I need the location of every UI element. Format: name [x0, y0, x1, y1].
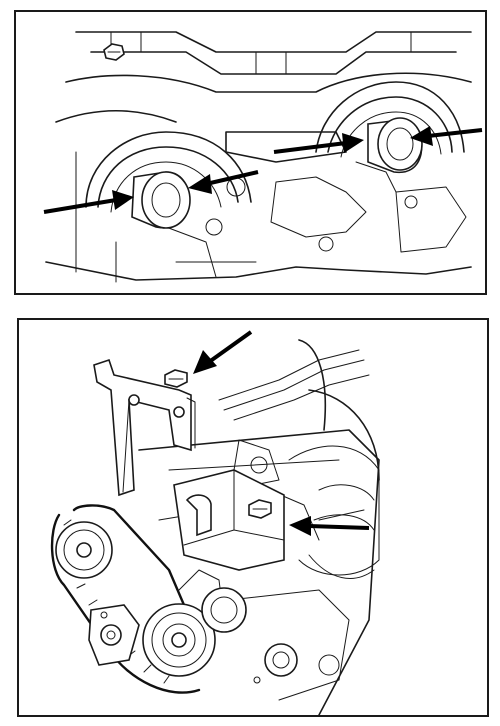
- setting-block-tool: [173, 469, 285, 571]
- arrow-to-setting-block: [289, 516, 370, 536]
- timing-belt-tool-drawing: [50, 330, 380, 715]
- camshaft-caps-drawing: [43, 31, 483, 283]
- bracket-bolt: [164, 369, 188, 388]
- arrow-right-cap-from-right: [410, 126, 483, 146]
- pulley-left: [55, 521, 113, 579]
- top-illustration-panel: [14, 10, 487, 295]
- cylinder-head-casting: [45, 31, 472, 283]
- bearing-cap-right: [315, 81, 465, 174]
- arrow-right-cap-from-left: [273, 133, 364, 154]
- bottom-illustration-panel: [17, 318, 489, 717]
- arrow-left-cap-from-left: [43, 190, 134, 214]
- locking-bracket-tool: [93, 358, 196, 497]
- bearing-cap-left: [85, 131, 252, 229]
- tensioner: [88, 604, 140, 666]
- bolt-head: [103, 43, 125, 61]
- pulley-bottom: [142, 603, 216, 677]
- arrow-left-cap-from-right: [188, 170, 259, 194]
- pulley-right: [201, 587, 247, 633]
- arrow-to-bracket-bolt: [193, 330, 253, 374]
